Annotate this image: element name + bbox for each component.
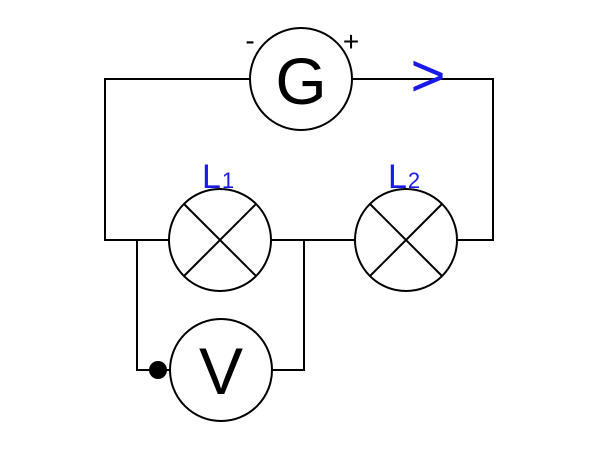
- voltmeter-circle-icon: [169, 318, 273, 422]
- lamp-l1-label: L1: [202, 158, 234, 196]
- lamp-l2-cross-line-b: [369, 203, 443, 277]
- current-direction-arrow-icon: >: [410, 42, 445, 109]
- voltmeter: V: [169, 318, 273, 422]
- junction-dot-icon: [149, 361, 167, 379]
- lamp-l2-label-sub: 2: [408, 168, 420, 193]
- lamp-l1-label-main: L: [202, 158, 221, 196]
- lamp-l1-cross-line-b: [183, 203, 257, 277]
- lamp-l1-label-sub: 1: [222, 168, 234, 193]
- voltmeter-symbol: V: [199, 334, 243, 408]
- generator-symbol: G: [275, 44, 326, 118]
- lamp-l2: [354, 188, 458, 292]
- lamp-l1: [168, 188, 272, 292]
- generator-circle-icon: [249, 27, 353, 131]
- generator: G - +: [245, 25, 359, 131]
- generator-minus-sign: -: [245, 25, 254, 56]
- lamp-l2-label: L2: [388, 158, 420, 196]
- lamp-l2-label-main: L: [388, 158, 407, 196]
- generator-plus-sign: +: [343, 26, 359, 57]
